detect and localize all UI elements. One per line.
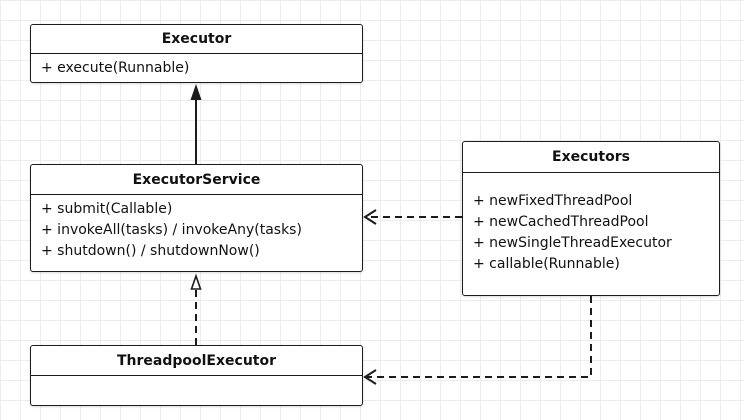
class-members-executor-service: + submit(Callable) + invokeAll(tasks) / … — [31, 195, 362, 262]
member-item: + execute(Runnable) — [41, 60, 190, 76]
member-item: + shutdown() / shutdownNow() — [41, 243, 260, 259]
class-members-threadpool-executor — [31, 376, 362, 380]
class-members-executor: + execute(Runnable) — [31, 54, 362, 79]
class-box-executor[interactable]: Executor + execute(Runnable) — [30, 24, 363, 83]
class-box-executor-service[interactable]: ExecutorService + submit(Callable) + inv… — [30, 164, 363, 272]
edge-executors-to-threadpool-executor — [366, 296, 592, 378]
arrowhead-hollow-triangle — [190, 273, 202, 290]
arrowhead-open-chevron — [363, 209, 377, 225]
member-item: + submit(Callable) — [41, 201, 173, 217]
member-item: + newCachedThreadPool — [473, 214, 649, 230]
class-name-executor: Executor — [31, 25, 362, 54]
arrowhead-filled-triangle — [190, 84, 202, 100]
class-name-executors: Executors — [463, 142, 719, 173]
arrowhead-open-chevron — [363, 369, 377, 385]
member-item: + callable(Runnable) — [473, 256, 620, 272]
member-item: + invokeAll(tasks) / invokeAny(tasks) — [41, 222, 302, 238]
class-name-threadpool-executor: ThreadpoolExecutor — [31, 346, 362, 376]
class-name-executor-service: ExecutorService — [31, 165, 362, 195]
member-item: + newSingleThreadExecutor — [473, 235, 672, 251]
class-members-executors: + newFixedThreadPool + newCachedThreadPo… — [463, 173, 719, 275]
class-box-executors[interactable]: Executors + newFixedThreadPool + newCach… — [462, 141, 720, 296]
member-item: + newFixedThreadPool — [473, 193, 633, 209]
class-box-threadpool-executor[interactable]: ThreadpoolExecutor — [30, 345, 363, 406]
